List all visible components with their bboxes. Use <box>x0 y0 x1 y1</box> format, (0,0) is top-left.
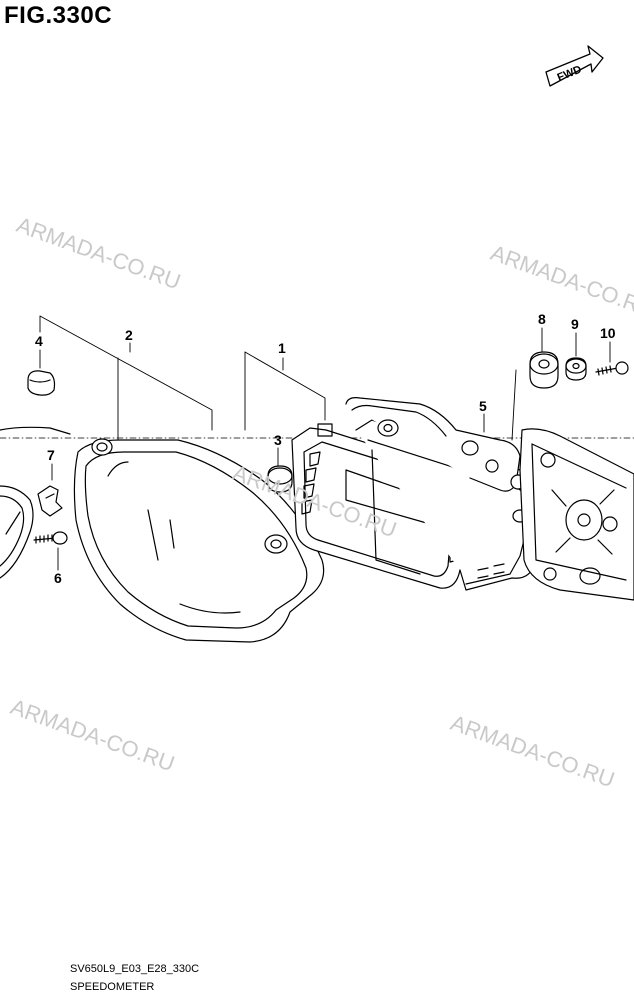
callout-3: 3 <box>274 432 282 448</box>
callout-5: 5 <box>479 398 487 414</box>
callout-7: 7 <box>47 447 55 463</box>
part-6-screw <box>33 531 68 545</box>
part-2-meter-cover <box>73 438 325 643</box>
fwd-arrow-icon: FWD <box>545 45 604 87</box>
callout-1: 1 <box>278 340 286 356</box>
part-5-housing <box>345 397 526 492</box>
leader-lines <box>39 315 611 571</box>
callout-4: 4 <box>35 333 43 349</box>
part-4-cap <box>27 370 56 396</box>
part-7-bracket <box>37 485 63 517</box>
figure-title: FIG.330C <box>4 2 113 29</box>
diagram-name: SPEEDOMETER <box>70 981 155 993</box>
part-8-grommet <box>529 351 559 389</box>
part-9-collar <box>565 357 587 381</box>
part-10-screw <box>595 361 629 376</box>
diagram-code: SV650L9_E03_E28_330C <box>70 963 200 975</box>
callout-6: 6 <box>54 570 62 586</box>
callout-10: 10 <box>600 325 616 341</box>
left-partial-cowl <box>0 426 71 579</box>
callout-8: 8 <box>538 311 546 327</box>
callout-2: 2 <box>125 327 133 343</box>
callout-9: 9 <box>571 316 579 332</box>
part-3-grommet <box>267 465 293 493</box>
right-partial-panel <box>519 428 634 601</box>
